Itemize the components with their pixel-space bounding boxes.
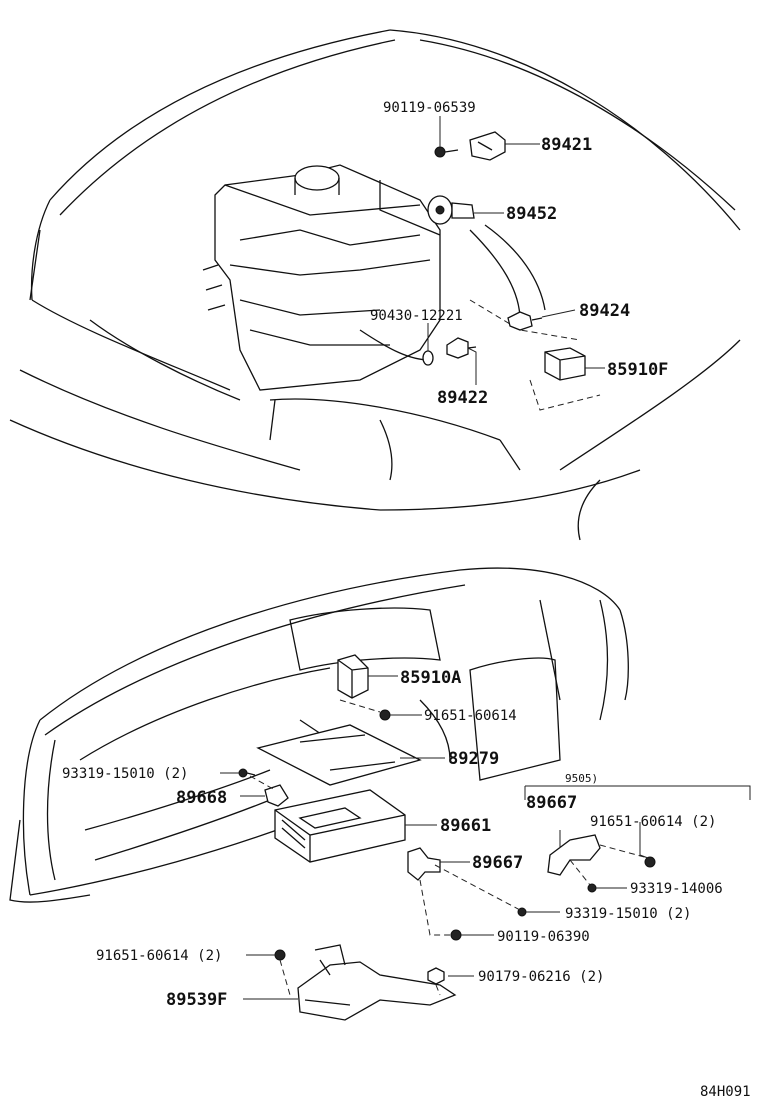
bolt-90119-06390 bbox=[450, 929, 462, 941]
screw-91651-60614-c bbox=[644, 856, 656, 868]
label-89422: 89422 bbox=[437, 388, 488, 408]
label-91651-60614: 91651-60614 bbox=[424, 708, 517, 724]
label-89421: 89421 bbox=[541, 135, 592, 155]
dash-leader-lines bbox=[220, 675, 649, 1000]
label-89661: 89661 bbox=[440, 816, 491, 836]
screw-91651-60614-a bbox=[379, 709, 391, 721]
label-89539F: 89539F bbox=[166, 990, 227, 1010]
label-89667-b: 89667 bbox=[526, 793, 577, 813]
engine-leader-lines bbox=[427, 116, 605, 385]
bolt-93319-14006 bbox=[587, 883, 597, 893]
cover-89279 bbox=[256, 724, 422, 786]
label-85910A: 85910A bbox=[400, 668, 461, 688]
inset-box bbox=[524, 785, 751, 800]
sensor-89452 bbox=[427, 195, 475, 225]
diagram-code: 84H091 bbox=[700, 1084, 751, 1100]
nut-90179-06216 bbox=[427, 967, 445, 985]
relay-85910F bbox=[544, 347, 586, 381]
label-90119-06539: 90119-06539 bbox=[383, 100, 476, 116]
label-90119-06390: 90119-06390 bbox=[497, 929, 590, 945]
bracket-89667-b bbox=[547, 834, 601, 876]
label-93319-15010-a: 93319-15010 (2) bbox=[62, 766, 188, 782]
relay-85910A bbox=[337, 654, 369, 699]
washer-90430-12221 bbox=[422, 350, 434, 366]
sensor-89422 bbox=[446, 337, 477, 359]
bracket-89668 bbox=[264, 784, 289, 807]
label-89667-a: 89667 bbox=[472, 853, 523, 873]
label-93319-15010-b: 93319-15010 (2) bbox=[565, 906, 691, 922]
label-90430-12221: 90430-12221 bbox=[370, 308, 463, 324]
label-89452: 89452 bbox=[506, 204, 557, 224]
screw-91651-60614-b bbox=[274, 949, 286, 961]
ecu-89661 bbox=[274, 789, 406, 863]
inset-date-note: 9505) bbox=[565, 772, 598, 785]
label-90179-06216: 90179-06216 (2) bbox=[478, 969, 604, 985]
engine-bay-illustration bbox=[9, 29, 741, 541]
bracket-89539F bbox=[297, 944, 457, 1021]
label-89279: 89279 bbox=[448, 749, 499, 769]
label-89668: 89668 bbox=[176, 788, 227, 808]
bolt-93319-15010-a bbox=[238, 768, 256, 778]
sensor-89424 bbox=[507, 311, 543, 331]
bolt-90119-06539 bbox=[434, 146, 459, 158]
label-85910F: 85910F bbox=[607, 360, 668, 380]
label-91651-60614-2-b: 91651-60614 (2) bbox=[590, 814, 716, 830]
label-93319-14006: 93319-14006 bbox=[630, 881, 723, 897]
sensor-89421 bbox=[469, 131, 506, 161]
label-91651-60614-2-a: 91651-60614 (2) bbox=[96, 948, 222, 964]
label-89424: 89424 bbox=[579, 301, 630, 321]
bracket-89667-a bbox=[407, 847, 441, 881]
